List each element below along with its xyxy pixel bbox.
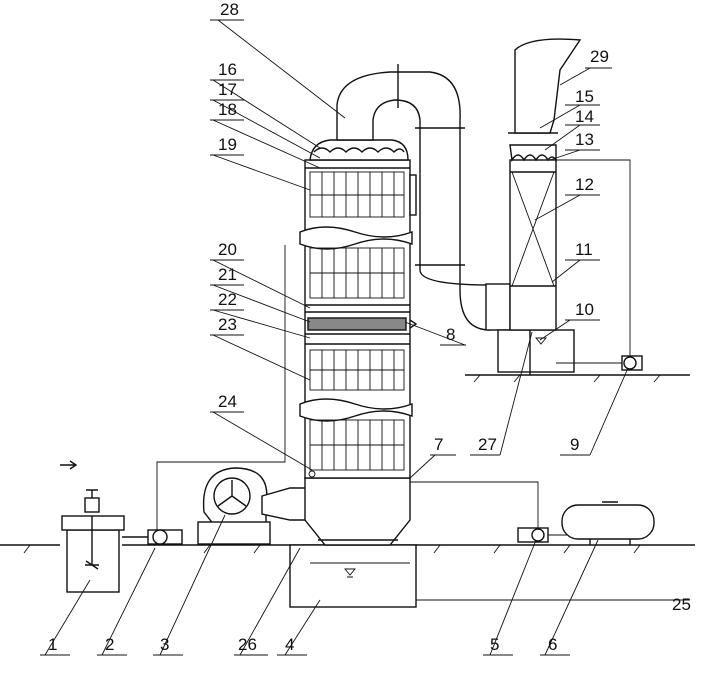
leader-lines — [44, 19, 690, 656]
spray-pump — [556, 159, 643, 371]
label-16: 16 — [218, 60, 237, 79]
label-15: 15 — [575, 87, 594, 106]
label-9: 9 — [570, 435, 579, 454]
label-7: 7 — [434, 435, 443, 454]
connecting-duct — [336, 64, 511, 331]
label-17: 17 — [218, 80, 237, 99]
label-underlines — [40, 19, 612, 656]
tower-base — [304, 477, 411, 546]
packing-section-lower — [309, 349, 405, 391]
part-labels: 1 2 3 26 4 5 6 25 7 27 9 8 10 11 12 13 1… — [48, 0, 691, 654]
label-10: 10 — [575, 300, 594, 319]
label-20: 20 — [218, 240, 237, 259]
label-5: 5 — [490, 635, 499, 654]
label-26: 26 — [238, 635, 257, 654]
mixing-tank — [60, 460, 125, 593]
label-23: 23 — [218, 315, 237, 334]
ground-lines — [0, 374, 695, 554]
label-3: 3 — [160, 635, 169, 654]
label-27: 27 — [478, 435, 497, 454]
sump-tank — [289, 544, 670, 608]
label-1: 1 — [48, 635, 57, 654]
storage-tank — [561, 501, 655, 545]
circulation-pump — [122, 245, 286, 545]
packing-section-middle — [309, 247, 405, 299]
label-11: 11 — [575, 240, 593, 259]
label-18: 18 — [218, 100, 237, 119]
label-22: 22 — [218, 290, 237, 309]
label-14: 14 — [575, 107, 594, 126]
label-24: 24 — [218, 392, 237, 411]
packing-section-upper — [309, 171, 405, 218]
label-29: 29 — [590, 47, 609, 66]
label-4: 4 — [285, 635, 294, 654]
label-19: 19 — [218, 135, 237, 154]
secondary-tower — [497, 38, 582, 375]
main-scrubber-tower — [299, 139, 418, 479]
label-28: 28 — [220, 0, 239, 19]
label-13: 13 — [575, 130, 594, 149]
label-8: 8 — [446, 325, 455, 344]
label-2: 2 — [105, 635, 114, 654]
dosing-pump — [410, 481, 568, 543]
label-6: 6 — [548, 635, 557, 654]
label-21: 21 — [218, 265, 237, 284]
label-25: 25 — [672, 595, 691, 614]
packing-section-bottom — [309, 419, 405, 471]
label-12: 12 — [575, 175, 594, 194]
